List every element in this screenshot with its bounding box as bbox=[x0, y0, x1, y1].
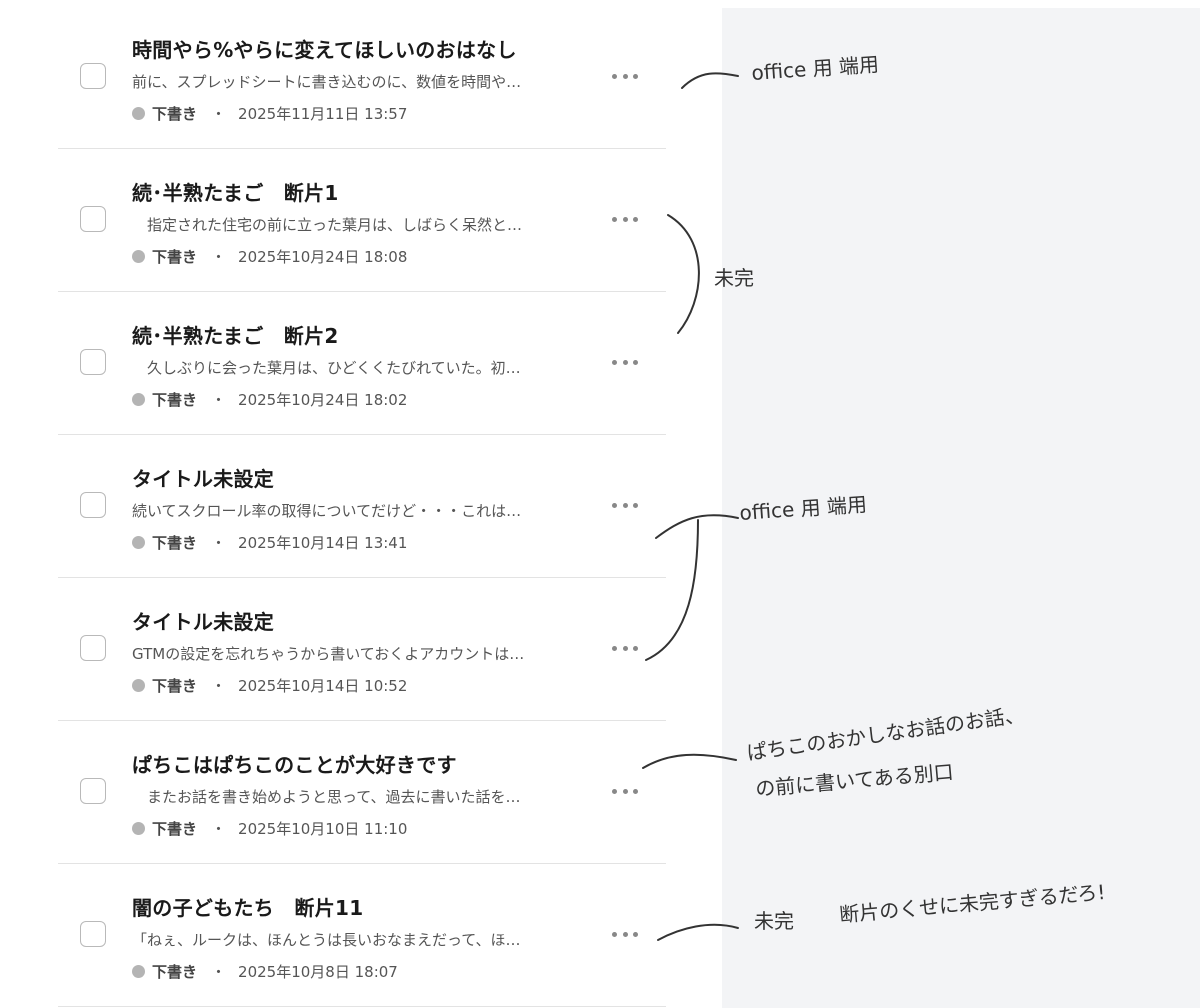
status-label: 下書き bbox=[152, 105, 198, 123]
post-title[interactable]: 時間やら%やらに変えてほしいのおはなし bbox=[132, 38, 517, 62]
draft-list: 時間やら%やらに変えてほしいのおはなし 前に、スプレッドシートに書き込むのに、数… bbox=[58, 6, 666, 1007]
side-panel bbox=[722, 8, 1200, 1008]
select-checkbox[interactable] bbox=[80, 349, 106, 375]
more-options-icon[interactable] bbox=[612, 209, 638, 229]
post-title[interactable]: タイトル未設定 bbox=[132, 467, 275, 491]
status-dot-icon bbox=[132, 107, 145, 120]
status-label: 下書き bbox=[152, 391, 198, 409]
post-excerpt: またお話を書き始めようと思って、過去に書いた話を… bbox=[132, 788, 521, 806]
post-excerpt: 前に、スプレッドシートに書き込むのに、数値を時間や… bbox=[132, 73, 522, 91]
meta-separator: ・ bbox=[211, 248, 227, 266]
post-meta: 下書き ・ 2025年10月14日 10:52 bbox=[132, 675, 407, 696]
post-excerpt: 指定された住宅の前に立った葉月は、しばらく呆然と… bbox=[132, 216, 523, 234]
status-dot-icon bbox=[132, 393, 145, 406]
list-item[interactable]: 闇の子どもたち 断片11 「ねぇ、ルークは、ほんとうは長いおなまえだって、ほ… … bbox=[58, 864, 666, 1007]
post-excerpt: 「ねぇ、ルークは、ほんとうは長いおなまえだって、ほ… bbox=[132, 931, 521, 949]
post-meta: 下書き ・ 2025年10月14日 13:41 bbox=[132, 532, 407, 553]
post-date: 2025年10月14日 10:52 bbox=[238, 677, 408, 695]
meta-separator: ・ bbox=[211, 105, 227, 123]
meta-separator: ・ bbox=[211, 963, 227, 981]
post-meta: 下書き ・ 2025年10月8日 18:07 bbox=[132, 961, 398, 982]
post-date: 2025年10月14日 13:41 bbox=[238, 534, 408, 552]
list-item[interactable]: 時間やら%やらに変えてほしいのおはなし 前に、スプレッドシートに書き込むのに、数… bbox=[58, 6, 666, 149]
more-options-icon[interactable] bbox=[612, 352, 638, 372]
select-checkbox[interactable] bbox=[80, 492, 106, 518]
post-date: 2025年10月24日 18:02 bbox=[238, 391, 408, 409]
post-meta: 下書き ・ 2025年10月10日 11:10 bbox=[132, 818, 407, 839]
meta-separator: ・ bbox=[211, 391, 227, 409]
more-options-icon[interactable] bbox=[612, 924, 638, 944]
select-checkbox[interactable] bbox=[80, 63, 106, 89]
more-options-icon[interactable] bbox=[612, 638, 638, 658]
status-label: 下書き bbox=[152, 820, 198, 838]
post-meta: 下書き ・ 2025年11月11日 13:57 bbox=[132, 103, 407, 124]
status-dot-icon bbox=[132, 965, 145, 978]
post-date: 2025年10月24日 18:08 bbox=[238, 248, 408, 266]
select-checkbox[interactable] bbox=[80, 206, 106, 232]
more-options-icon[interactable] bbox=[612, 495, 638, 515]
post-date: 2025年11月11日 13:57 bbox=[238, 105, 408, 123]
status-label: 下書き bbox=[152, 963, 198, 981]
select-checkbox[interactable] bbox=[80, 778, 106, 804]
status-label: 下書き bbox=[152, 534, 198, 552]
status-dot-icon bbox=[132, 536, 145, 549]
status-dot-icon bbox=[132, 822, 145, 835]
meta-separator: ・ bbox=[211, 820, 227, 838]
post-date: 2025年10月8日 18:07 bbox=[238, 963, 398, 981]
list-item[interactable]: タイトル未設定 続いてスクロール率の取得についてだけど・・・これは… 下書き ・… bbox=[58, 435, 666, 578]
post-title[interactable]: タイトル未設定 bbox=[132, 610, 275, 634]
post-excerpt: GTMの設定を忘れちゃうから書いておくよアカウントは… bbox=[132, 645, 525, 663]
post-title[interactable]: 続･半熟たまご 断片1 bbox=[132, 181, 339, 205]
more-options-icon[interactable] bbox=[612, 781, 638, 801]
status-dot-icon bbox=[132, 250, 145, 263]
post-meta: 下書き ・ 2025年10月24日 18:02 bbox=[132, 389, 407, 410]
list-item[interactable]: タイトル未設定 GTMの設定を忘れちゃうから書いておくよアカウントは… 下書き … bbox=[58, 578, 666, 721]
more-options-icon[interactable] bbox=[612, 66, 638, 86]
status-label: 下書き bbox=[152, 677, 198, 695]
select-checkbox[interactable] bbox=[80, 921, 106, 947]
list-item[interactable]: 続･半熟たまご 断片2 久しぶりに会った葉月は、ひどくくたびれていた。初… 下書… bbox=[58, 292, 666, 435]
post-excerpt: 続いてスクロール率の取得についてだけど・・・これは… bbox=[132, 502, 522, 520]
list-item[interactable]: ぱちこはぱちこのことが大好きです またお話を書き始めようと思って、過去に書いた話… bbox=[58, 721, 666, 864]
post-excerpt: 久しぶりに会った葉月は、ひどくくたびれていた。初… bbox=[132, 359, 521, 377]
meta-separator: ・ bbox=[211, 534, 227, 552]
list-item[interactable]: 続･半熟たまご 断片1 指定された住宅の前に立った葉月は、しばらく呆然と… 下書… bbox=[58, 149, 666, 292]
status-label: 下書き bbox=[152, 248, 198, 266]
post-title[interactable]: 闇の子どもたち 断片11 bbox=[132, 896, 364, 920]
post-meta: 下書き ・ 2025年10月24日 18:08 bbox=[132, 246, 407, 267]
meta-separator: ・ bbox=[211, 677, 227, 695]
post-title[interactable]: ぱちこはぱちこのことが大好きです bbox=[132, 753, 457, 777]
post-date: 2025年10月10日 11:10 bbox=[238, 820, 408, 838]
select-checkbox[interactable] bbox=[80, 635, 106, 661]
post-title[interactable]: 続･半熟たまご 断片2 bbox=[132, 324, 339, 348]
status-dot-icon bbox=[132, 679, 145, 692]
annotation-bracket bbox=[667, 214, 700, 334]
